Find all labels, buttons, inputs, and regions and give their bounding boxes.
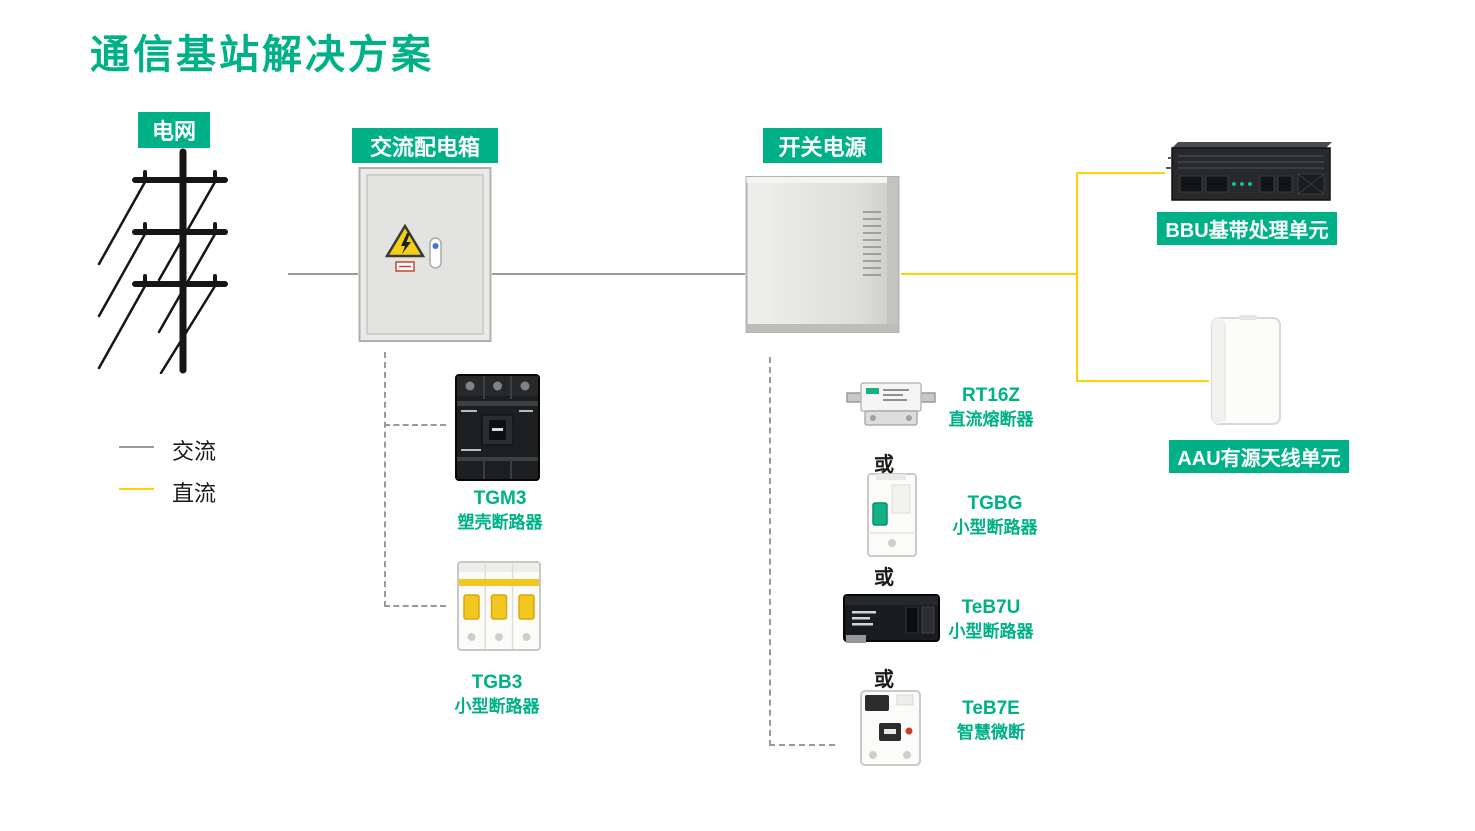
- product-desc: 小型断路器: [948, 621, 1034, 641]
- teb7u-product-image: [842, 585, 941, 651]
- legend-dc-line: [119, 488, 154, 490]
- product-desc: 直流熔断器: [948, 409, 1034, 429]
- or-separator-1: 或: [874, 454, 894, 476]
- product-name: TGM3: [473, 488, 527, 509]
- connector-dc-to-bbu: [1077, 172, 1165, 174]
- rt16z-product-image: [845, 369, 937, 433]
- product-desc: 小型断路器: [454, 696, 540, 716]
- legend-dc-label: 直流: [172, 481, 217, 506]
- or-separator-3: 或: [874, 669, 894, 691]
- callout-acbox-to-tgb3: [384, 605, 446, 607]
- product-label-teb7u: TeB7U 小型断路器: [921, 596, 1061, 643]
- power-grid-tower-illustration: [95, 146, 240, 374]
- tag-bbu-unit: BBU基带处理单元: [1157, 212, 1337, 245]
- tgbg-product-image: [863, 471, 921, 559]
- product-desc: 塑壳断路器: [457, 512, 543, 532]
- legend-ac-line: [119, 446, 154, 448]
- product-desc: 小型断路器: [952, 517, 1038, 537]
- callout-acbox-vertical: [384, 352, 386, 607]
- product-label-teb7e: TeB7E 智慧微断: [921, 697, 1061, 744]
- connector-dc-vertical: [1076, 172, 1078, 382]
- connector-acbox-to-power: [492, 273, 745, 275]
- product-name: TGB3: [471, 672, 523, 693]
- connector-power-dc-main: [901, 273, 1078, 275]
- lightning-icon: [401, 233, 411, 254]
- product-label-rt16z: RT16Z 直流熔断器: [921, 384, 1061, 431]
- tgb3-product-image: [455, 559, 543, 653]
- tag-aau-unit: AAU有源天线单元: [1169, 440, 1349, 473]
- product-name: TeB7E: [962, 698, 1020, 719]
- connector-grid-to-acbox: [288, 273, 358, 275]
- tag-power-grid: 电网: [138, 112, 210, 148]
- legend-ac-label: 交流: [172, 439, 217, 464]
- product-label-tgb3: TGB3 小型断路器: [427, 671, 567, 718]
- aau-device-illustration: [1209, 315, 1285, 429]
- teb7e-product-image: [857, 687, 924, 769]
- or-separator-2: 或: [874, 567, 894, 589]
- page-title: 通信基站解决方案: [90, 33, 434, 77]
- callout-power-to-teb7e: [769, 744, 835, 746]
- product-label-tgm3: TGM3 塑壳断路器: [430, 487, 570, 534]
- callout-acbox-to-tgm3: [384, 424, 446, 426]
- tgm3-product-image: [449, 373, 546, 482]
- product-name: TGBG: [967, 493, 1023, 514]
- product-desc: 智慧微断: [957, 722, 1025, 742]
- product-name: TeB7U: [961, 597, 1021, 618]
- product-label-tgbg: TGBG 小型断路器: [925, 492, 1065, 539]
- connector-dc-to-aau: [1077, 380, 1209, 382]
- ac-distribution-box-illustration: [358, 166, 492, 346]
- switching-power-cabinet-illustration: [745, 174, 902, 337]
- bbu-device-illustration: [1164, 138, 1334, 206]
- product-name: RT16Z: [961, 385, 1021, 406]
- tag-ac-distribution-box: 交流配电箱: [352, 128, 498, 163]
- tag-switching-power: 开关电源: [763, 128, 882, 163]
- callout-power-vertical: [769, 357, 771, 746]
